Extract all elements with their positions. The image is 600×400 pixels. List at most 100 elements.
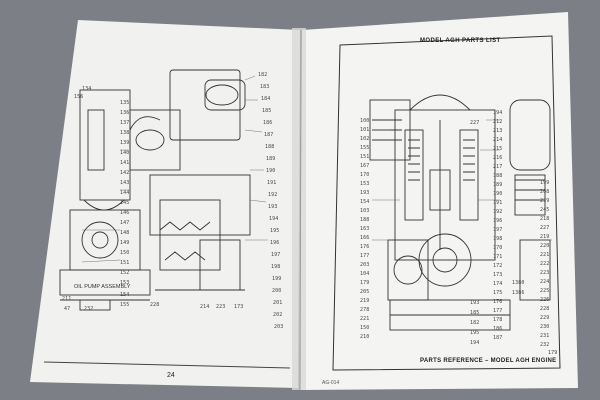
callout: 151 [120, 260, 130, 266]
callout: 178 [493, 317, 503, 323]
callout: 141 [120, 160, 130, 166]
callout: 186 [493, 326, 503, 332]
callout: 200 [272, 288, 282, 294]
callout: 135 [120, 100, 130, 106]
callout: 217 [493, 164, 503, 170]
callout: 185 [262, 108, 272, 114]
callout: 203 [274, 324, 284, 330]
callout: 191 [493, 200, 503, 206]
callout: 223 [540, 270, 550, 276]
left-engine-drawing [59, 69, 251, 311]
callout: 193 [360, 190, 370, 196]
callout: 156 [74, 94, 84, 100]
callout: 197 [493, 227, 503, 233]
callout: 152 [120, 270, 130, 276]
callout: 153 [360, 181, 370, 187]
callout: 221 [360, 316, 370, 322]
callout: 212 [493, 119, 503, 125]
callout: 211 [62, 296, 72, 302]
callout: 170 [360, 172, 370, 178]
callout: 202 [273, 312, 283, 318]
callout: 193 [268, 204, 278, 210]
callout: 170 [493, 245, 503, 251]
callout: 194 [269, 216, 279, 222]
callout: 203 [360, 262, 370, 268]
callout: 232 [540, 342, 550, 348]
callout: 142 [120, 170, 130, 176]
callout: 183 [260, 84, 270, 90]
callout: 228 [540, 306, 550, 312]
callout: 144 [120, 190, 130, 196]
callout: 219 [360, 298, 370, 304]
callout: 189 [493, 182, 503, 188]
callout: 232 [84, 306, 94, 312]
callout: 179 [548, 350, 558, 356]
callout: 195 [270, 228, 280, 234]
right-page [300, 12, 578, 390]
callout: 189 [266, 156, 276, 162]
callout: 196 [270, 240, 280, 246]
callout: 1386 [512, 290, 525, 296]
callout: 100 [360, 118, 370, 124]
callout: 177 [360, 253, 370, 259]
callout: 102 [360, 136, 370, 142]
callout: 228 [150, 302, 160, 308]
callout: 155 [360, 145, 370, 151]
callout: 104 [360, 271, 370, 277]
callout: 188 [360, 217, 370, 223]
callout: 198 [271, 264, 281, 270]
callout: 196 [493, 218, 503, 224]
left-page [30, 20, 300, 388]
spine [292, 28, 306, 390]
callout: 174 [493, 281, 503, 287]
callout: 198 [493, 236, 503, 242]
callout: 223 [216, 304, 226, 310]
callout: 185 [470, 310, 480, 316]
callout: 137 [120, 120, 130, 126]
callout: 1380 [512, 280, 525, 286]
callout: 134 [82, 86, 92, 92]
callout: 136 [120, 110, 130, 116]
callout: 199 [272, 276, 282, 282]
callout: 186 [263, 120, 273, 126]
left-page-rule [43, 361, 291, 369]
right-page-footer: PARTS REFERENCE – MODEL AGH ENGINE [420, 358, 557, 364]
callout: 215 [493, 146, 503, 152]
callout: 154 [360, 199, 370, 205]
left-page-number: 24 [167, 372, 175, 379]
callout: 231 [540, 333, 550, 339]
callout: 216 [493, 155, 503, 161]
callout: 205 [360, 289, 370, 295]
callout: 155 [120, 302, 130, 308]
callout: 172 [493, 263, 503, 269]
callout: 210 [360, 334, 370, 340]
callout: 179 [360, 280, 370, 286]
callout: 166 [360, 235, 370, 241]
callout: 190 [493, 191, 503, 197]
callout: 245 [540, 207, 550, 213]
callout: 184 [261, 96, 271, 102]
callout: 188 [493, 173, 503, 179]
callout: 278 [360, 307, 370, 313]
callout: 175 [493, 290, 503, 296]
callout: 182 [258, 72, 268, 78]
callout: 145 [120, 200, 130, 206]
callout: 218 [540, 216, 550, 222]
callout: 147 [120, 220, 130, 226]
callout: 154 [120, 292, 130, 298]
callout: 177 [493, 308, 503, 314]
callout: 195 [470, 330, 480, 336]
callout: 146 [120, 210, 130, 216]
callout: 190 [266, 168, 276, 174]
callout: 221 [540, 252, 550, 258]
left-leader-lines [81, 75, 268, 263]
callout: 225 [540, 288, 550, 294]
callout: 194 [470, 340, 480, 346]
callout: 188 [265, 144, 275, 150]
callout: 103 [360, 208, 370, 214]
callout: 213 [493, 128, 503, 134]
callout: 227 [540, 225, 550, 231]
callout: 201 [273, 300, 283, 306]
